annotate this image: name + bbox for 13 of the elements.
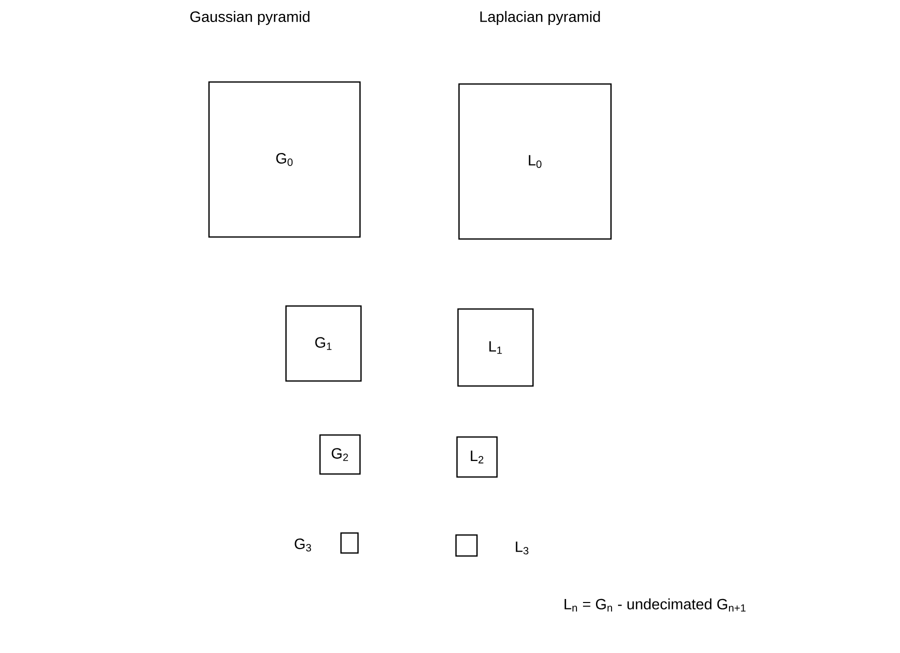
column-heading: Gaussian pyramid [190, 11, 310, 25]
image-box: L$_{1}$ [457, 308, 534, 387]
level-label: L$_{3}$ [516, 542, 528, 554]
image-box: G$_{2}$ [319, 434, 361, 475]
image-box: G$_{1}$ [285, 305, 362, 382]
level-label: G$_{3}$ [294, 538, 312, 552]
column-heading: Laplacian pyramid [480, 11, 600, 25]
small-image-box [455, 534, 478, 557]
small-image-box [340, 532, 359, 554]
image-box: G$_{0}$ [208, 81, 361, 238]
formula-label: L$_{n}$ = G$_{n}$ - undecimated G$_{n+1}$ [564, 598, 746, 612]
image-box: L$_{2}$ [456, 436, 498, 478]
image-box: L$_{0}$ [458, 83, 612, 240]
